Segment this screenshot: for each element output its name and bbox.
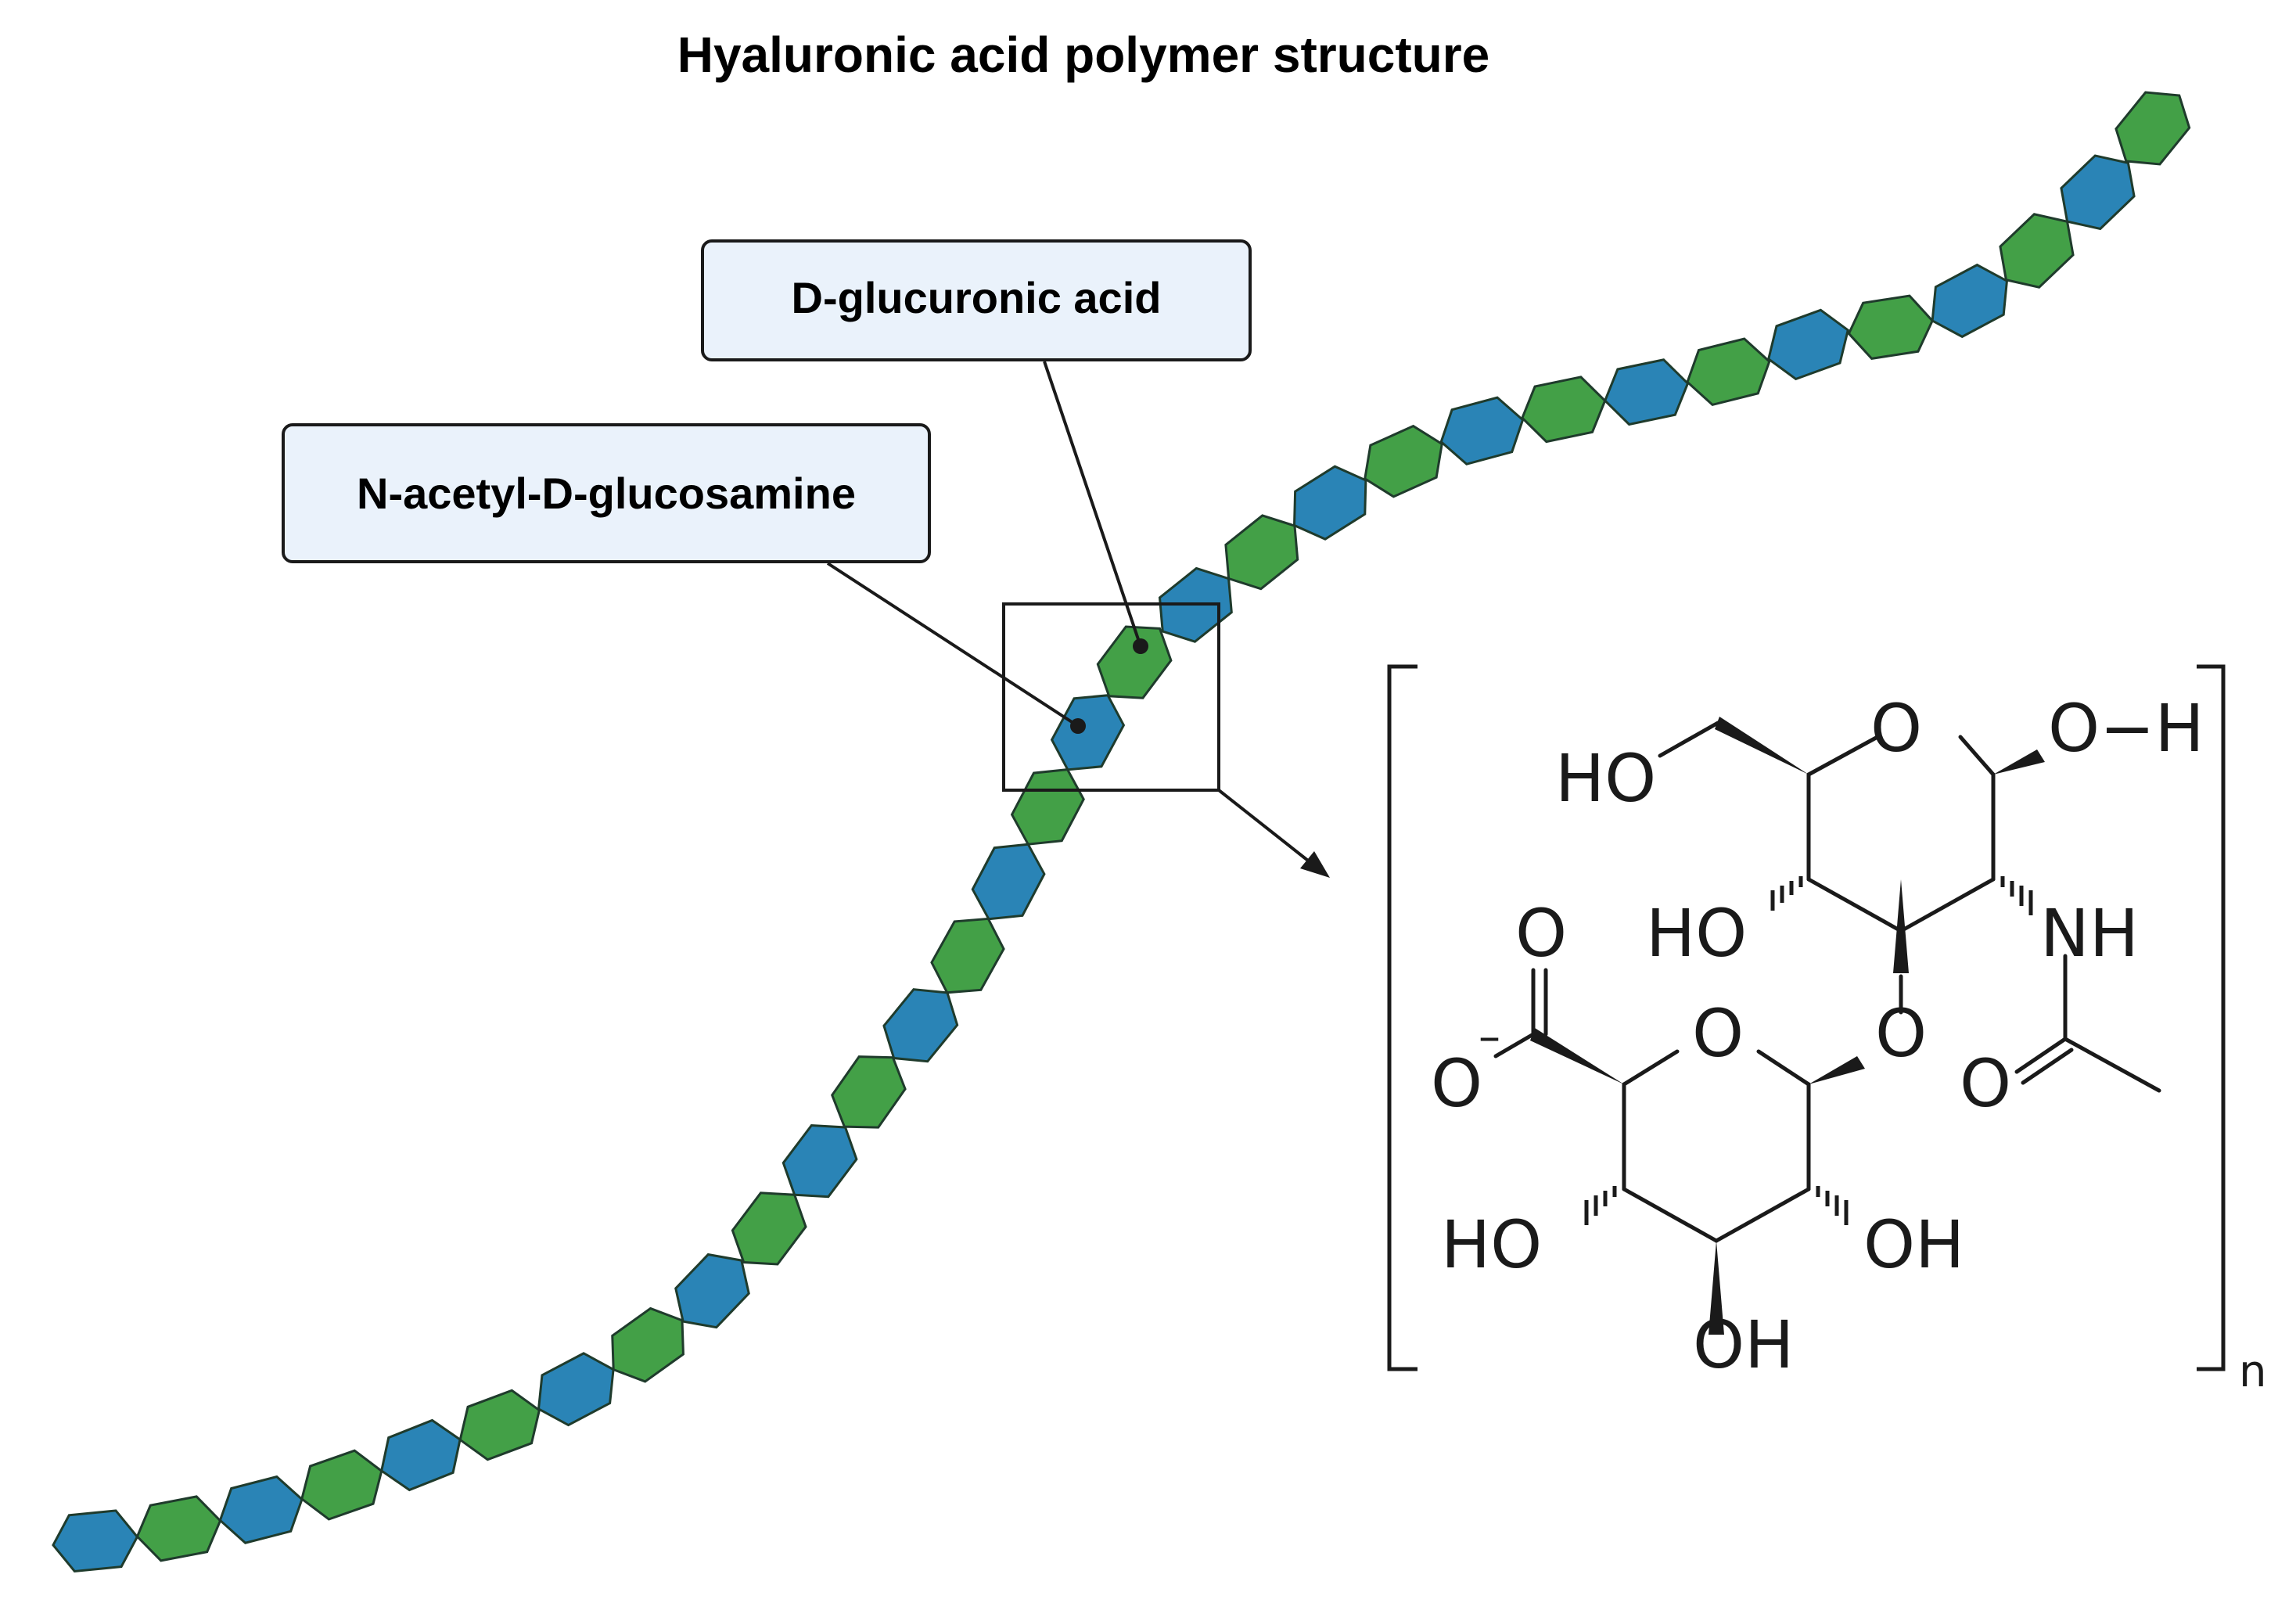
repeat-subscript: n bbox=[2239, 1346, 2267, 1397]
atom-o-ring-upper: O bbox=[1870, 690, 1922, 767]
glucuronic-unit bbox=[1521, 376, 1607, 444]
glucosamine-leader-line bbox=[826, 562, 1080, 728]
glucuronic-label-text: D-glucuronic acid bbox=[792, 273, 1162, 322]
glucuronic-unit bbox=[458, 1389, 541, 1461]
glucuronic-unit bbox=[300, 1449, 383, 1521]
molecule-bonds bbox=[1493, 721, 2161, 1243]
glucuronic-unit bbox=[135, 1495, 222, 1562]
atom-o-carboxyl-minus: O bbox=[1431, 1045, 1482, 1122]
glucuronic-unit bbox=[1364, 424, 1443, 498]
glucuronic-unit bbox=[2115, 91, 2191, 166]
atom-o-amide: O bbox=[1960, 1045, 2011, 1122]
atom-o-carboxyl-top: O bbox=[1515, 895, 1567, 972]
glucosamine-unit bbox=[1439, 396, 1525, 465]
glucosamine-unit bbox=[52, 1509, 139, 1573]
diagram-title: Hyaluronic acid polymer structure bbox=[677, 27, 1490, 83]
glucuronic-unit bbox=[1010, 768, 1085, 846]
polymer-chain bbox=[52, 91, 2191, 1573]
atom-o-glyco: O bbox=[1875, 995, 1927, 1072]
atom-nh: NH bbox=[2040, 895, 2139, 972]
atom-ho-mid: HO bbox=[1646, 895, 1747, 972]
zoom-arrow bbox=[1217, 789, 1330, 878]
molecule-wedge-bonds bbox=[1530, 717, 2045, 1335]
glucuronic-pointer-dot bbox=[1133, 638, 1148, 654]
glucuronic-unit bbox=[1096, 625, 1173, 699]
zoom-box bbox=[1002, 602, 1220, 792]
repeat-brackets bbox=[1387, 664, 2226, 1371]
glucosamine-unit bbox=[674, 1253, 750, 1329]
glucuronic-label: D-glucuronic acid bbox=[701, 239, 1252, 361]
atom-minus-sign: – bbox=[1479, 1012, 1500, 1062]
glucosamine-unit bbox=[971, 843, 1046, 921]
glucosamine-pointer-dot bbox=[1070, 718, 1086, 734]
atom-oh-bottom: OH bbox=[1693, 1306, 1794, 1383]
glucosamine-label-text: N-acetyl-D-glucosamine bbox=[357, 469, 856, 518]
atom-ho-bottom-left: HO bbox=[1441, 1206, 1542, 1283]
glucuronic-unit bbox=[1847, 294, 1934, 360]
glucuronic-unit bbox=[1686, 337, 1771, 407]
glucuronic-leader-line bbox=[1043, 361, 1142, 647]
glucosamine-unit bbox=[2060, 154, 2136, 231]
atom-o-ring-lower: O bbox=[1692, 995, 1744, 1072]
atom-oh-bottom-right: OH bbox=[1863, 1206, 1964, 1283]
right-bracket bbox=[2197, 664, 2226, 1371]
molecule-hashed-bonds bbox=[1584, 876, 2033, 1225]
molecule-atom-labels: HO O O−H HO NH O O O – O O HO OH OH bbox=[1431, 690, 2204, 1383]
atom-ho-top: HO bbox=[1555, 740, 1656, 817]
left-bracket bbox=[1387, 664, 1417, 1371]
glucosamine-unit bbox=[380, 1418, 462, 1492]
glucosamine-unit bbox=[537, 1352, 615, 1427]
glucosamine-unit bbox=[218, 1475, 304, 1544]
glucosamine-label: N-acetyl-D-glucosamine bbox=[282, 423, 931, 563]
atom-oh-right: O−H bbox=[2048, 690, 2204, 767]
glucosamine-unit bbox=[1767, 308, 1849, 381]
glucosamine-unit bbox=[1603, 358, 1690, 426]
